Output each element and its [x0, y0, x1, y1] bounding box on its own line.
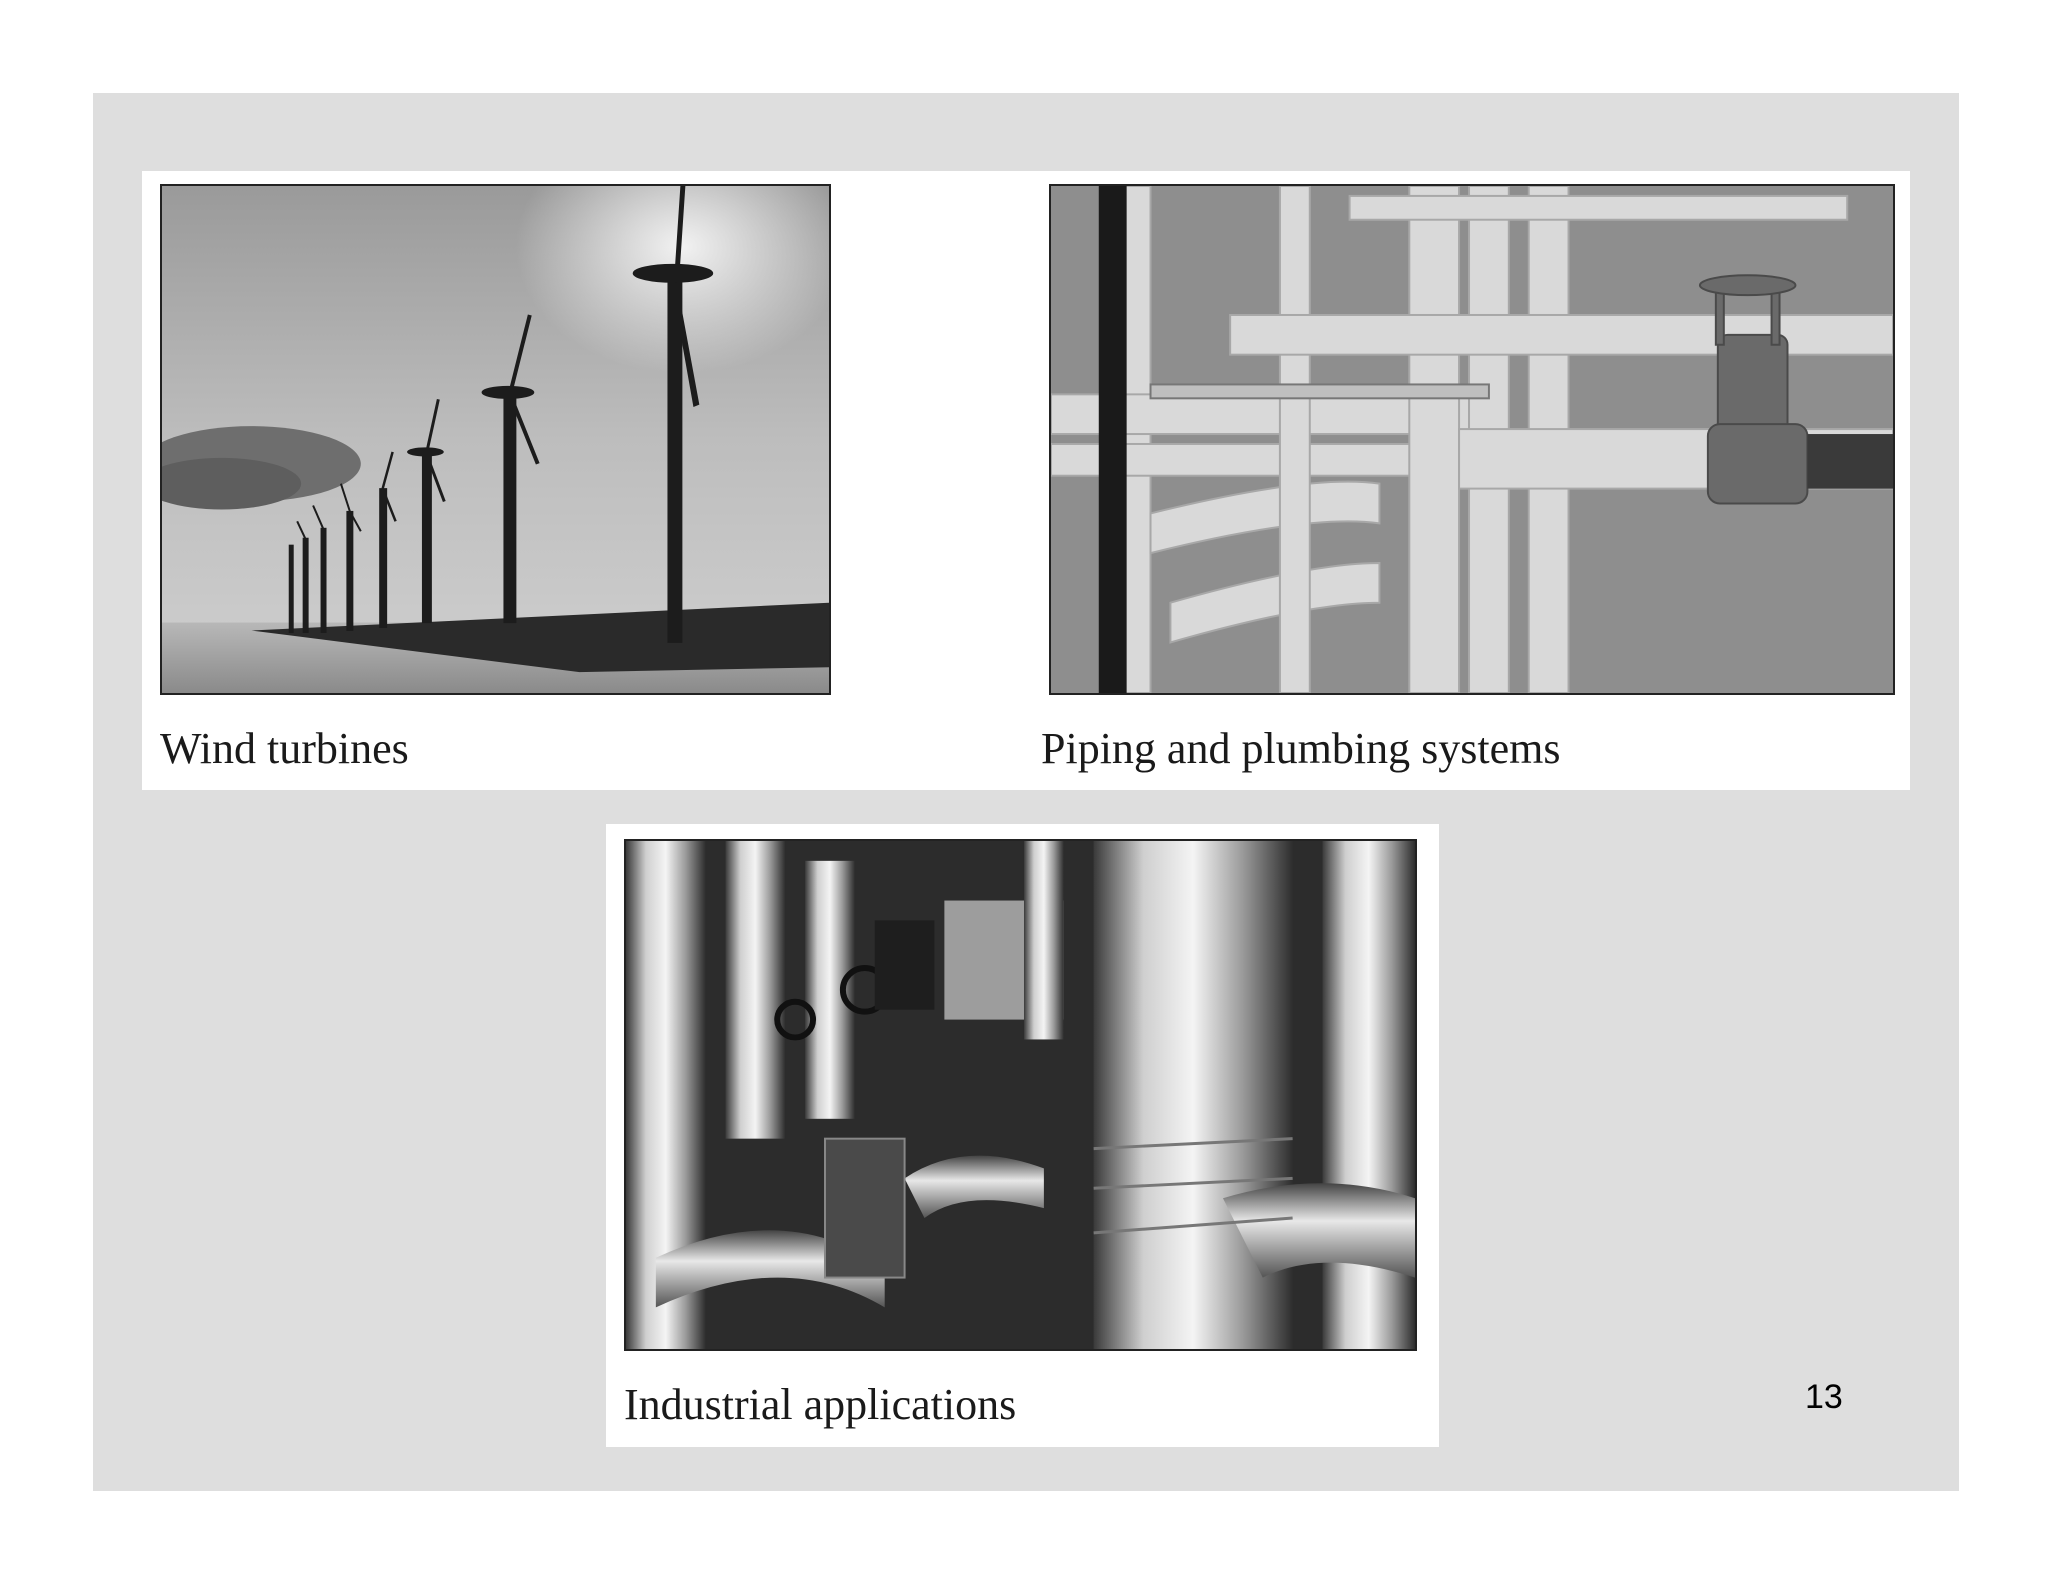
piping-icon: [1051, 186, 1893, 693]
page-number: 13: [1805, 1378, 1843, 1416]
wind-turbines-icon: [162, 186, 829, 693]
industrial-photo: [624, 839, 1417, 1351]
top-figure-panel: Wind turbines: [142, 171, 1910, 790]
caption-piping: Piping and plumbing systems: [1041, 724, 1561, 773]
wind-turbines-photo: [160, 184, 831, 695]
caption-industrial: Industrial applications: [624, 1380, 1017, 1429]
bottom-figure-panel: Industrial applications: [606, 824, 1439, 1447]
caption-wind-turbines: Wind turbines: [160, 724, 409, 773]
industrial-icon: [626, 841, 1415, 1349]
piping-photo: [1049, 184, 1895, 695]
slide: Wind turbines: [93, 93, 1959, 1491]
